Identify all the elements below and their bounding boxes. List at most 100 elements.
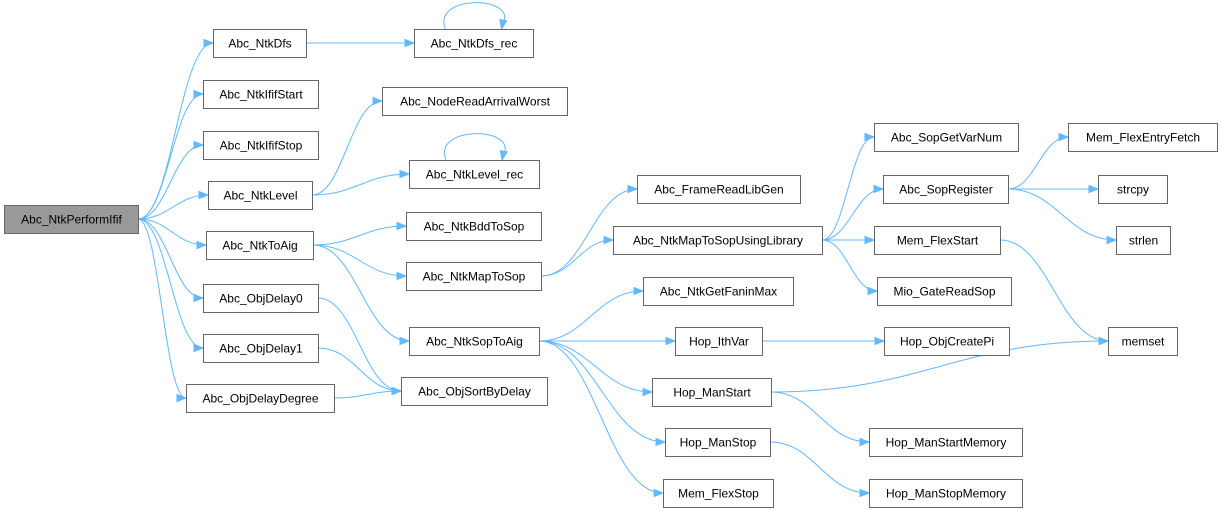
node-box	[406, 262, 542, 291]
call-edge-abc-ntkdfs-rec-to-abc-ntkdfs-rec	[443, 2, 508, 31]
node-label: Hop_IthVar	[689, 335, 749, 349]
function-node-abc-ntkbddtosop[interactable]: Abc_NtkBddToSop	[406, 212, 542, 241]
node-box	[406, 212, 542, 241]
function-node-mem-flexentryfetch[interactable]: Mem_FlexEntryFetch	[1068, 123, 1218, 152]
function-node-mem-flexstart[interactable]: Mem_FlexStart	[874, 226, 1001, 255]
call-edge-abc-ntkperformifif-to-abc-objdelaydegree	[137, 218, 188, 403]
call-edge-abc-sopregister-to-strlen	[1007, 188, 1118, 245]
node-label: Hop_ManStopMemory	[886, 487, 1006, 501]
function-node-abc-ntkdfs-rec[interactable]: Abc_NtkDfs_rec	[414, 29, 534, 58]
function-node-abc-nodereadarrivalworst[interactable]: Abc_NodeReadArrivalWorst	[382, 87, 568, 116]
node-label: Abc_SopRegister	[899, 183, 992, 197]
node-label: strlen	[1129, 234, 1158, 248]
node-box	[1098, 175, 1168, 204]
call-edge-abc-ntkperformifif-to-abc-ntklevel	[137, 190, 210, 220]
function-node-hop-ithvar[interactable]: Hop_IthVar	[675, 327, 763, 356]
function-node-abc-ntkififstop[interactable]: Abc_NtkIfifStop	[203, 131, 319, 160]
function-node-abc-ntktoaig[interactable]: Abc_NtkToAig	[206, 231, 314, 260]
function-node-hop-manstart[interactable]: Hop_ManStart	[652, 378, 772, 407]
call-edge-abc-ntkmaptosopusinglibrary-to-mio-gatereadsop	[821, 239, 879, 296]
function-node-abc-sopregister[interactable]: Abc_SopRegister	[883, 175, 1009, 204]
function-node-mio-gatereadsop[interactable]: Mio_GateReadSop	[877, 277, 1012, 306]
call-edge-hop-ithvar-to-hop-objcreatepi	[761, 336, 886, 346]
function-node-mem-flexstop[interactable]: Mem_FlexStop	[663, 479, 774, 508]
function-node-abc-framereadlibgen[interactable]: Abc_FrameReadLibGen	[637, 175, 801, 204]
function-node-hop-manstopmemory[interactable]: Hop_ManStopMemory	[869, 479, 1023, 508]
node-box	[401, 377, 548, 406]
node-box	[186, 384, 335, 413]
call-edge-abc-ntkmaptosopusinglibrary-to-mem-flexstart	[822, 235, 876, 245]
call-edge-abc-ntksoptoaig-to-mem-flexstop	[538, 340, 665, 498]
function-node-abc-objdelay0[interactable]: Abc_ObjDelay0	[203, 284, 319, 313]
call-edge-abc-ntksoptoaig-to-hop-manstart	[538, 340, 654, 397]
node-box	[203, 131, 319, 160]
node-box	[643, 277, 794, 306]
function-node-abc-sopgetvarnum[interactable]: Abc_SopGetVarNum	[874, 123, 1019, 152]
node-box	[874, 226, 1001, 255]
node-label: Abc_SopGetVarNum	[891, 131, 1002, 145]
call-edge-abc-ntksoptoaig-to-hop-ithvar	[538, 336, 677, 346]
function-node-abc-ntkdfs[interactable]: Abc_NtkDfs	[213, 29, 307, 58]
node-label: Mem_FlexStart	[897, 234, 979, 248]
node-label: Abc_NtkSopToAig	[426, 335, 523, 349]
function-node-abc-ntklevel-rec[interactable]: Abc_NtkLevel_rec	[409, 160, 540, 189]
call-edge-abc-ntkmaptosop-to-abc-framereadlibgen	[540, 184, 639, 277]
node-label: Abc_ObjDelay1	[219, 342, 303, 356]
function-node-memset[interactable]: memset	[1108, 327, 1178, 356]
call-edge-abc-ntklevel-to-abc-ntklevel-rec	[311, 169, 411, 196]
node-label: Abc_NtkToAig	[222, 239, 297, 253]
call-edge-hop-manstart-to-hop-manstartmemory	[770, 391, 871, 447]
function-node-abc-objdelaydegree[interactable]: Abc_ObjDelayDegree	[186, 384, 335, 413]
call-edge-abc-ntktoaig-to-abc-ntksoptoaig	[312, 244, 411, 346]
call-edge-abc-ntktoaig-to-abc-ntkmaptosop	[312, 244, 408, 281]
node-label: Abc_ObjDelayDegree	[202, 392, 318, 406]
node-box	[884, 327, 1010, 356]
call-edge-abc-ntkmaptosop-to-abc-ntkmaptosopusinglibrary	[540, 235, 615, 277]
call-edge-abc-ntkperformifif-to-abc-objdelay1	[137, 218, 205, 353]
function-nodes: Abc_NtkPerformIfif Abc_NtkDfs Abc_NtkDfs_r…	[4, 29, 1218, 508]
node-label: Abc_NtkLevel_rec	[426, 168, 523, 182]
node-label: Abc_NtkPerformIfif	[21, 213, 122, 227]
node-label: memset	[1122, 335, 1165, 349]
node-label: Hop_ManStop	[680, 436, 757, 450]
node-box	[675, 327, 763, 356]
function-node-abc-ntkmaptosopusinglibrary[interactable]: Abc_NtkMapToSopUsingLibrary	[613, 226, 823, 255]
root-node-abc-ntkperformifif[interactable]: Abc_NtkPerformIfif	[4, 205, 139, 234]
function-node-abc-ntkgetfaninmax[interactable]: Abc_NtkGetFaninMax	[643, 277, 794, 306]
function-node-hop-manstop[interactable]: Hop_ManStop	[665, 428, 771, 457]
function-node-abc-objdelay1[interactable]: Abc_ObjDelay1	[203, 334, 319, 363]
node-label: Mem_FlexStop	[678, 487, 759, 501]
function-node-abc-ntkmaptosop[interactable]: Abc_NtkMapToSop	[406, 262, 542, 291]
function-node-strcpy[interactable]: strcpy	[1098, 175, 1168, 204]
node-box	[665, 428, 771, 457]
function-node-abc-ntkififstart[interactable]: Abc_NtkIfifStart	[203, 80, 319, 109]
node-box	[637, 175, 801, 204]
call-edge-abc-ntkdfs-to-abc-ntkdfs-rec	[306, 38, 416, 48]
node-box	[203, 284, 319, 313]
function-node-hop-manstartmemory[interactable]: Hop_ManStartMemory	[869, 428, 1023, 457]
function-node-abc-ntklevel[interactable]: Abc_NtkLevel	[208, 181, 313, 210]
node-label: Abc_NtkMapToSop	[423, 270, 526, 284]
call-edge-abc-ntkperformifif-to-abc-ntktoaig	[137, 218, 208, 250]
node-label: Hop_ManStartMemory	[886, 436, 1007, 450]
node-box	[874, 123, 1019, 152]
node-label: Abc_NtkLevel	[223, 189, 297, 203]
call-edge-abc-ntkmaptosopusinglibrary-to-abc-sopgetvarnum	[821, 132, 876, 241]
function-node-abc-objsortbydelay[interactable]: Abc_ObjSortByDelay	[401, 377, 548, 406]
node-box	[409, 327, 540, 356]
node-box	[869, 428, 1023, 457]
function-node-strlen[interactable]: strlen	[1116, 226, 1171, 255]
node-label: Hop_ObjCreatePi	[900, 335, 994, 349]
node-label: Abc_NtkIfifStop	[220, 139, 303, 153]
node-box	[1108, 327, 1178, 356]
node-box	[414, 29, 534, 58]
function-node-hop-objcreatepi[interactable]: Hop_ObjCreatePi	[884, 327, 1010, 356]
node-box	[663, 479, 774, 508]
node-label: Abc_NtkBddToSop	[424, 220, 525, 234]
call-edge-abc-ntklevel-rec-to-abc-ntklevel-rec	[443, 133, 509, 162]
call-edge-abc-objdelaydegree-to-abc-objsortbydelay	[333, 386, 403, 399]
call-edge-abc-ntktoaig-to-abc-ntkbddtosop	[312, 221, 408, 246]
function-node-abc-ntksoptoaig[interactable]: Abc_NtkSopToAig	[409, 327, 540, 356]
node-box	[4, 205, 139, 234]
